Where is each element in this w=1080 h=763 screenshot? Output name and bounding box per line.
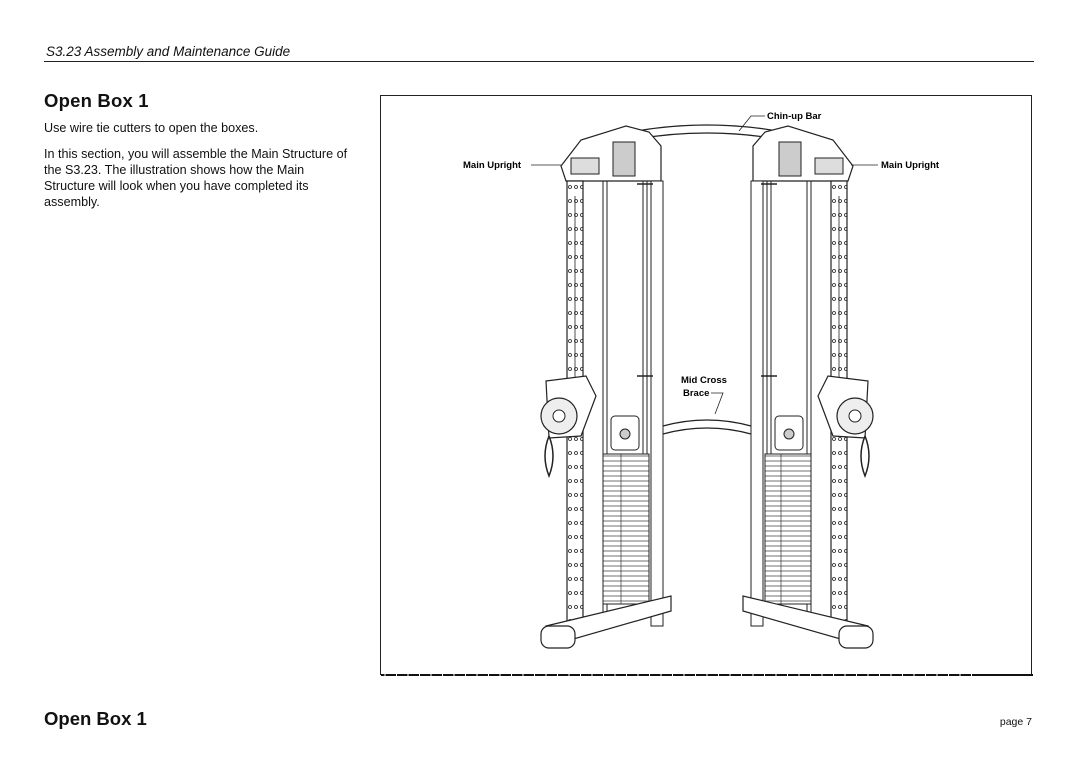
callout-main-upright-right: Main Upright bbox=[881, 160, 940, 171]
page-number: page 7 bbox=[999, 716, 1032, 728]
assembly-paragraph: In this section, you will assemble the M… bbox=[44, 147, 348, 209]
header-rule bbox=[44, 61, 1034, 62]
callout-chin-up-bar: Chin-up Bar bbox=[767, 111, 822, 122]
figure-box: Chin-up Bar Main Upright Main Upright Mi… bbox=[380, 95, 1033, 676]
main-structure-illustration: Chin-up Bar Main Upright Main Upright Mi… bbox=[381, 111, 1033, 676]
guide-title: S3.23 Assembly and Maintenance Guide bbox=[46, 44, 291, 59]
callout-mid-cross-line1: Mid Cross bbox=[681, 375, 727, 386]
callout-mid-cross-line2: Brace bbox=[683, 388, 709, 399]
callout-main-upright-left: Main Upright bbox=[463, 160, 522, 171]
intro-paragraph: Use wire tie cutters to open the boxes. bbox=[44, 121, 259, 135]
left-tower bbox=[540, 125, 672, 649]
footer-heading: Open Box 1 bbox=[44, 708, 147, 729]
right-tower bbox=[742, 125, 874, 649]
section-heading: Open Box 1 bbox=[44, 90, 149, 111]
mid-cross-brace bbox=[662, 419, 752, 427]
